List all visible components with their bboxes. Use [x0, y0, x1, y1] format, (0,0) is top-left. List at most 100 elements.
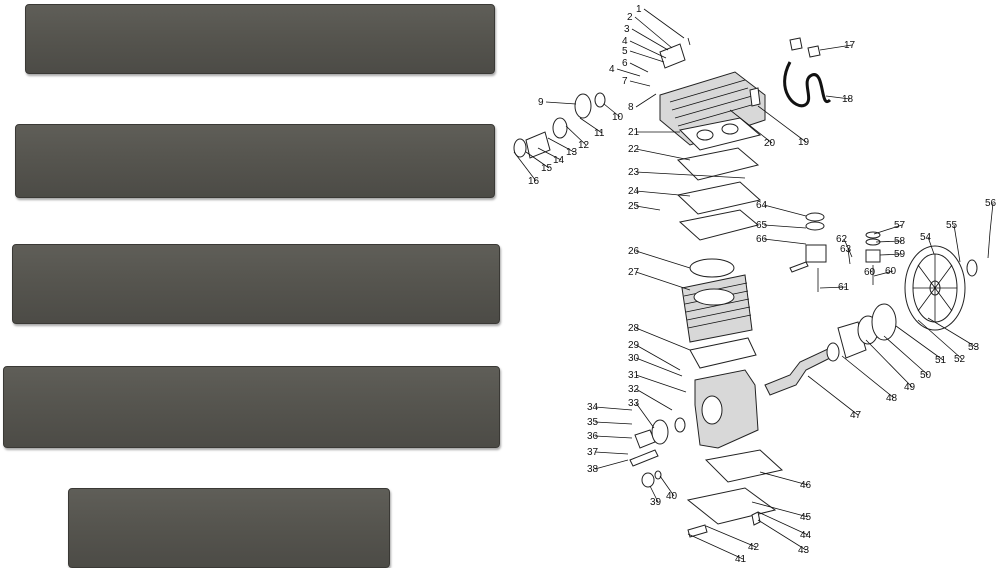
callout-27-leader: [635, 271, 691, 291]
callout-44: 44: [800, 530, 812, 541]
callout-17-leader: [819, 44, 853, 51]
callout-64: 64: [756, 200, 768, 211]
callout-8: 8: [628, 102, 634, 113]
callout-53: 53: [968, 342, 980, 353]
callout-34-leader: [594, 406, 633, 411]
callout-6-leader: [629, 62, 649, 73]
callout-1-leader: [643, 8, 685, 39]
callout-33: 33: [628, 398, 640, 409]
callout-39-leader: [649, 485, 659, 503]
flywheel: [904, 231, 991, 331]
callout-29: 29: [628, 340, 640, 351]
callout-31: 31: [628, 370, 640, 381]
callout-57-leader: [873, 224, 903, 235]
callout-30: 30: [628, 353, 640, 364]
callout-42-leader: [705, 525, 757, 548]
cylinder: [681, 258, 753, 343]
callout-51: 51: [935, 355, 947, 366]
metal-plate-1: [25, 4, 495, 74]
callout-40: 40: [666, 491, 678, 502]
callout-24: 24: [628, 186, 640, 197]
metal-plate-2: [15, 124, 495, 198]
callout-43-leader: [757, 519, 807, 551]
callout-10: 10: [612, 112, 624, 123]
metal-plate-4: [3, 366, 500, 448]
callout-36-leader: [594, 435, 633, 439]
callout-32-leader: [635, 388, 673, 411]
callout-49: 49: [904, 382, 916, 393]
callout-13-leader: [547, 137, 575, 153]
callout-60-leader: [869, 269, 873, 273]
callout-26-leader: [635, 250, 691, 269]
callout-59: 59: [894, 249, 906, 260]
callout-37: 37: [587, 447, 599, 458]
callout-25-leader: [635, 205, 661, 211]
callout-63-leader: [847, 248, 851, 265]
callout-13: 13: [566, 147, 578, 158]
callout-54-leader: [927, 236, 935, 255]
callout-2-leader: [634, 16, 673, 49]
callout-20: 20: [764, 138, 776, 149]
callout-5-leader: [629, 50, 665, 63]
discharge-tube: [749, 37, 832, 108]
callout-37-leader: [594, 451, 629, 455]
callout-24-leader: [635, 190, 691, 197]
callout-55-leader: [953, 224, 961, 263]
callout-28: 28: [628, 323, 640, 334]
callout-19: 19: [798, 137, 810, 148]
callout-12-leader: [565, 125, 587, 146]
callout-29-leader: [635, 344, 681, 371]
callout-20-leader: [729, 109, 773, 144]
callout-28-leader: [635, 327, 691, 351]
callout-7: 7: [622, 76, 628, 87]
callout-61-leader: [819, 286, 847, 289]
crankcase: [686, 337, 784, 525]
callout-7-leader: [629, 80, 651, 87]
callout-47: 47: [850, 410, 862, 421]
callout-34: 34: [587, 402, 599, 413]
callout-30-leader: [635, 357, 683, 377]
metal-plate-5: [68, 488, 390, 568]
callout-4-dup: 4: [609, 64, 615, 75]
callout-42: 42: [748, 542, 760, 553]
callout-45: 45: [800, 512, 812, 523]
callout-33-leader: [635, 402, 655, 429]
callout-17: 17: [844, 40, 856, 51]
callout-56: 56: [985, 198, 997, 209]
callout-4: 4: [622, 36, 628, 47]
callout-22-leader: [635, 148, 691, 161]
callout-51-leader: [895, 325, 944, 361]
callout-46: 46: [800, 480, 812, 491]
callout-1: 1: [636, 4, 642, 15]
callout-61: 61: [838, 282, 850, 293]
callout-18: 18: [842, 94, 854, 105]
callout-60: 60: [864, 267, 876, 278]
callout-44-leader: [757, 511, 809, 536]
callout-65: 65: [756, 220, 768, 231]
callout-19-leader: [757, 105, 807, 143]
callout-3: 3: [624, 24, 630, 35]
callout-58-leader: [875, 240, 903, 243]
callout-23-leader: [635, 171, 746, 179]
intake-filter: [513, 37, 691, 159]
callout-32: 32: [628, 384, 640, 395]
callout-31-leader: [635, 374, 687, 393]
callout-22: 22: [628, 144, 640, 155]
callout-62-leader: [843, 238, 853, 258]
callout-38-leader: [594, 459, 629, 470]
callout-11-leader: [579, 117, 603, 134]
callout-56-leader: [989, 202, 994, 233]
callout-66: 66: [756, 234, 768, 245]
callout-52-leader: [917, 319, 963, 360]
callout-36: 36: [587, 431, 599, 442]
callout-25: 25: [628, 201, 640, 212]
callout-58: 58: [894, 236, 906, 247]
callout-60-dup-leader: [873, 270, 894, 277]
callout-64-leader: [763, 204, 807, 217]
callout-66-leader: [763, 238, 807, 245]
callout-15: 15: [541, 163, 553, 174]
callout-40-leader: [659, 475, 675, 497]
callout-60-dup: 60: [885, 266, 897, 277]
callout-53-leader: [927, 317, 977, 348]
callout-15-leader: [525, 151, 550, 169]
